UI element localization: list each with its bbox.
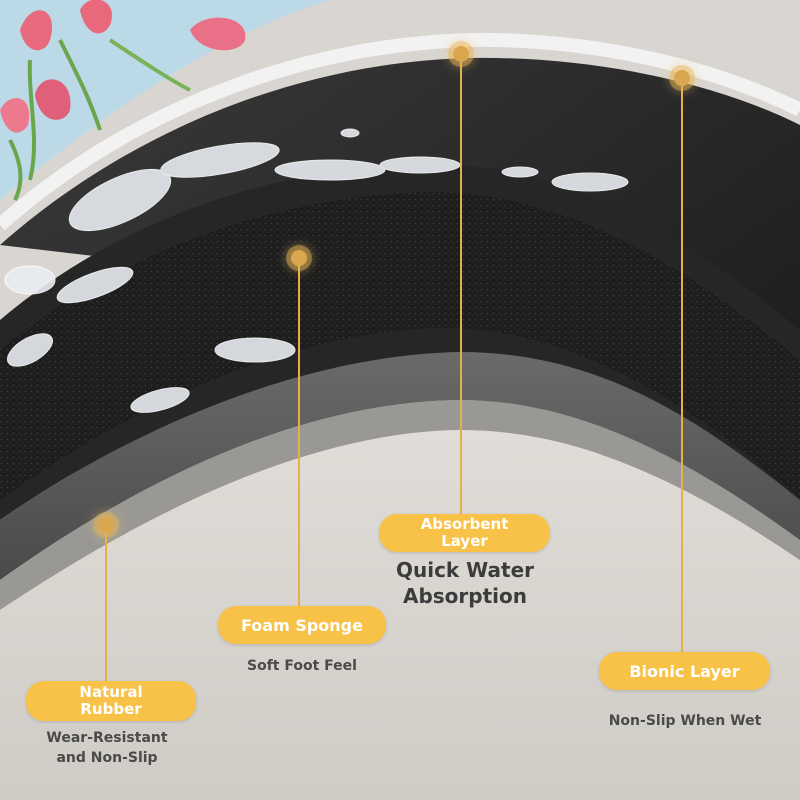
rubber-sole-shape <box>0 430 800 800</box>
rubber-marker-dot <box>98 517 114 533</box>
rubber-leader-line <box>105 527 107 683</box>
foam-marker-dot <box>291 250 307 266</box>
absorbent-desc-line2: Absorption <box>402 584 527 608</box>
foam-sponge-shape <box>0 192 800 500</box>
bionic-layer-description: Non-Slip When Wet <box>608 713 762 729</box>
rubber-label-line2: Rubber <box>80 700 142 718</box>
natural-rubber-description: Wear-Resistant and Non-Slip <box>26 728 188 768</box>
printed-surface <box>0 0 330 200</box>
absorbent-layer-description: Quick Water Absorption <box>375 557 555 609</box>
absorbent-marker-dot <box>453 46 469 62</box>
absorbent-label-line1: Absorbent <box>420 515 509 533</box>
absorbent-leader-line <box>460 56 462 516</box>
bionic-layer-label: Bionic Layer <box>599 652 770 690</box>
flower-decoration <box>0 0 246 201</box>
rubber-label-line1: Natural <box>79 683 143 701</box>
rubber-desc-line1: Wear-Resistant <box>46 730 168 746</box>
foam-sponge-label: Foam Sponge <box>218 606 386 644</box>
foam-sponge-description: Soft Foot Feel <box>247 658 357 674</box>
absorbent-desc-line1: Quick Water <box>395 558 535 582</box>
absorbent-label-line2: Layer <box>441 532 488 550</box>
natural-rubber-label: Natural Rubber <box>26 681 196 721</box>
water-droplets <box>4 128 629 413</box>
rubber-desc-line2: and Non-Slip <box>56 750 158 766</box>
absorbent-layer-label: Absorbent Layer <box>379 514 550 552</box>
bionic-leader-line <box>681 80 683 652</box>
bionic-marker-dot <box>674 70 690 86</box>
grey-layer-shape <box>0 352 800 580</box>
foam-leader-line <box>298 260 300 608</box>
